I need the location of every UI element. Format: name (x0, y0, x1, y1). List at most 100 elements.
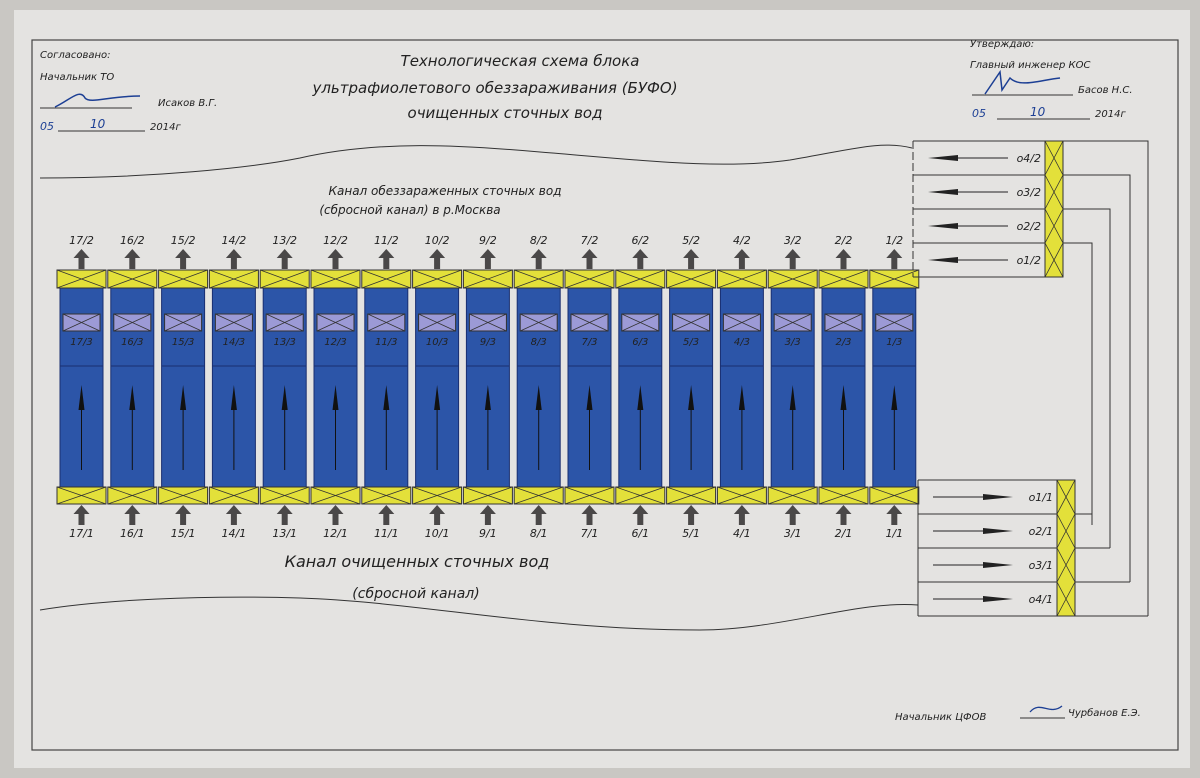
inlet-valve (107, 486, 158, 505)
title-line-3: очищенных сточных вод (408, 104, 603, 122)
gate-label: о2/1 (1029, 525, 1053, 538)
title: Технологическая схема блока ультрафиолет… (311, 52, 677, 122)
outlet-valve (208, 269, 259, 289)
approval-left: Согласовано: Начальник ТО Исаков В.Г. 05… (40, 50, 217, 133)
unit-mid-label: 2/3 (835, 337, 851, 348)
mid-valve (672, 313, 711, 332)
up-arrow-icon (124, 249, 141, 269)
outlet-valve (666, 269, 717, 289)
flow-arrow-icon (840, 385, 847, 410)
mid-valve (570, 313, 609, 332)
uv-unit: 16/216/316/1 (107, 234, 158, 540)
up-arrow-icon (378, 249, 395, 269)
approval-position: Главный инженер КОС (970, 60, 1090, 71)
unit-bottom-label: 12/1 (323, 527, 348, 540)
flow-arrow-icon (434, 385, 441, 410)
flow-arrow-icon (78, 385, 85, 410)
uv-unit: 17/217/317/1 (56, 234, 107, 540)
up-arrow-icon (73, 505, 90, 525)
unit-mid-label: 8/3 (531, 337, 547, 348)
inlet-valve (564, 486, 615, 505)
unit-top-label: 12/2 (323, 234, 348, 247)
mid-valve (722, 313, 761, 332)
up-arrow-icon (581, 505, 598, 525)
uv-unit: 14/214/314/1 (208, 234, 259, 540)
unit-mid-label: 13/3 (273, 337, 295, 348)
uv-unit: 13/213/313/1 (259, 234, 310, 540)
gate-label: о1/2 (1017, 254, 1041, 267)
up-arrow-icon (683, 505, 700, 525)
unit-top-label: 1/2 (885, 234, 903, 247)
inlet-valve (767, 486, 818, 505)
outlet-valve (564, 269, 615, 289)
gate-label: о3/1 (1029, 559, 1053, 572)
inlet-valve (869, 486, 920, 505)
unit-top-label: 17/2 (69, 234, 94, 247)
mid-valve (418, 313, 457, 332)
approval-month: 10 (90, 117, 106, 131)
inlet-valve (208, 486, 259, 505)
outlet-valve (310, 269, 361, 289)
up-arrow-icon (479, 505, 496, 525)
uv-unit: 4/24/34/1 (716, 234, 767, 540)
up-arrow-icon (378, 505, 395, 525)
uv-unit: 10/210/310/1 (412, 234, 463, 540)
up-arrow-icon (784, 505, 801, 525)
unit-bottom-label: 17/1 (69, 527, 94, 540)
unit-bottom-label: 15/1 (171, 527, 196, 540)
mid-valve (265, 313, 304, 332)
up-arrow-icon (429, 249, 446, 269)
uv-unit: 7/27/37/1 (564, 234, 615, 540)
up-arrow-icon (784, 249, 801, 269)
uv-unit: 8/28/38/1 (513, 234, 564, 540)
unit-bottom-label: 7/1 (581, 527, 599, 540)
unit-top-label: 8/2 (530, 234, 548, 247)
unit-mid-label: 6/3 (632, 337, 648, 348)
unit-mid-label: 4/3 (734, 337, 750, 348)
uv-unit: 9/29/39/1 (462, 234, 513, 540)
unit-bottom-label: 10/1 (425, 527, 450, 540)
uv-unit: 2/22/32/1 (818, 234, 869, 540)
up-arrow-icon (175, 249, 192, 269)
footer-position: Начальник ЦФОВ (895, 712, 986, 723)
title-line-1: Технологическая схема блока (401, 52, 640, 70)
up-arrow-icon (225, 249, 242, 269)
outlet-valve (107, 269, 158, 289)
left-arrow-icon (928, 257, 958, 263)
unit-bottom-label: 14/1 (222, 527, 247, 540)
unit-top-label: 15/2 (171, 234, 196, 247)
flow-arrow-icon (180, 385, 187, 410)
outlet-valve (259, 269, 310, 289)
unit-top-label: 4/2 (733, 234, 751, 247)
inlet-valve (310, 486, 361, 505)
mid-valve (875, 313, 914, 332)
unit-top-label: 7/2 (581, 234, 599, 247)
uv-unit: 3/23/33/1 (767, 234, 818, 540)
flow-arrow-icon (535, 385, 542, 410)
up-arrow-icon (124, 505, 141, 525)
right-arrow-icon (983, 596, 1013, 602)
unit-bottom-label: 1/1 (885, 527, 903, 540)
inlet-valve (513, 486, 564, 505)
unit-bottom-label: 9/1 (479, 527, 497, 540)
gate-label: о1/1 (1029, 491, 1053, 504)
outlet_gates-block: о4/2о3/2о2/2о1/2 (912, 140, 1149, 525)
approval-month: 10 (1030, 105, 1046, 119)
inlet-valve (716, 486, 767, 505)
footer-name: Чурбанов Е.Э. (1068, 707, 1141, 719)
flow-arrow-icon (281, 385, 288, 410)
up-arrow-icon (886, 505, 903, 525)
outlet-valve (818, 269, 869, 289)
unit-top-label: 14/2 (222, 234, 247, 247)
outlet-valve (869, 269, 920, 289)
right-arrow-icon (983, 528, 1013, 534)
left-arrow-icon (928, 189, 958, 195)
flow-arrow-icon (586, 385, 593, 410)
frame (31, 39, 1179, 751)
approval-position: Начальник ТО (40, 72, 114, 83)
lower-channel-outline (39, 596, 919, 631)
upper-channel-label-1: Канал обеззараженных сточных вод (328, 184, 561, 198)
unit-top-label: 3/2 (784, 234, 802, 247)
unit-mid-label: 9/3 (480, 337, 496, 348)
